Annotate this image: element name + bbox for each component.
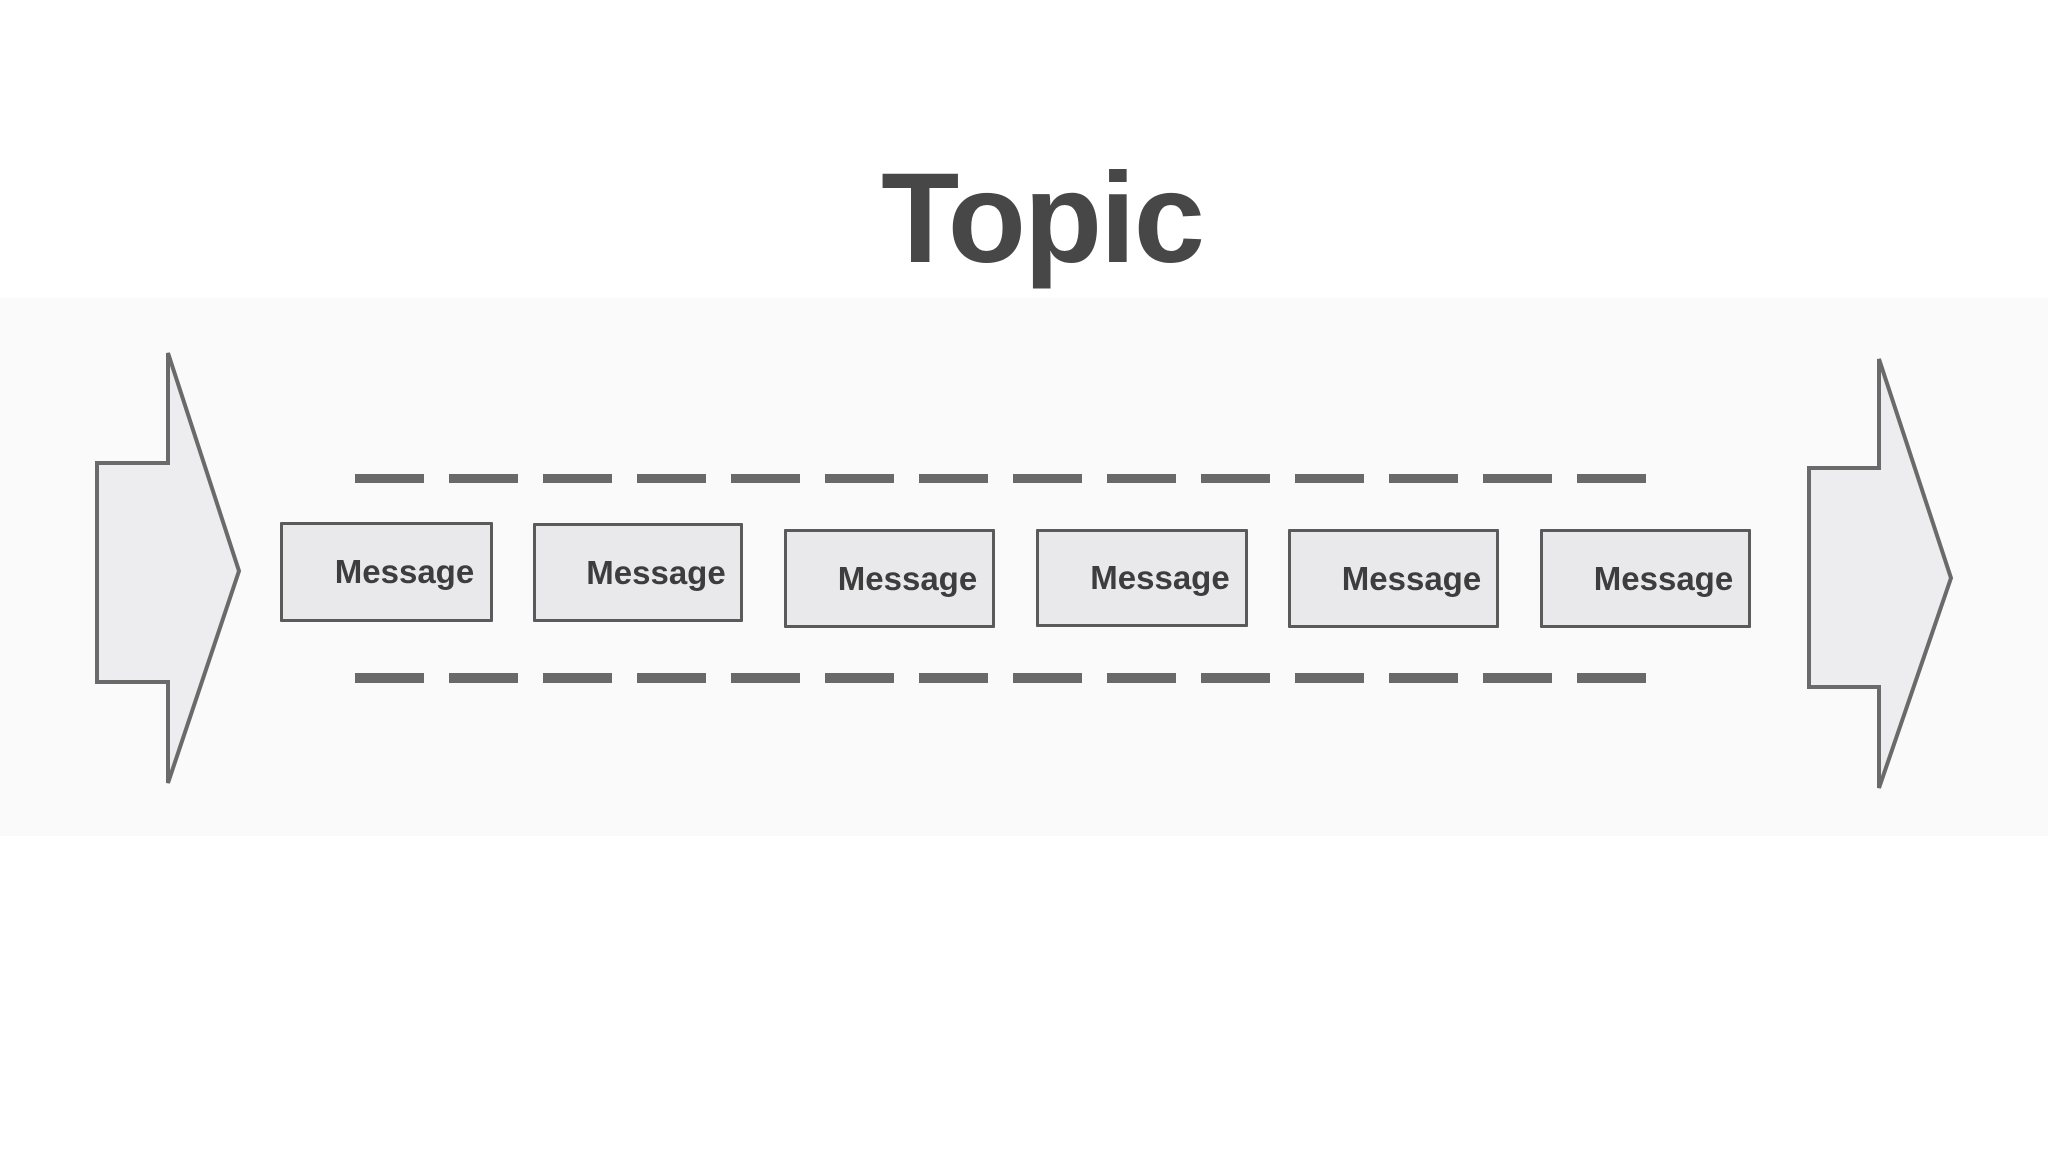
message-box: Message [1036, 529, 1248, 627]
message-box: Message [280, 522, 493, 622]
message-label: Message [1090, 559, 1230, 596]
inflow-arrow-right-icon [95, 352, 242, 784]
message-box: Message [1540, 529, 1751, 628]
message-label: Message [334, 553, 475, 590]
message-box: Message [1288, 529, 1499, 628]
dashed-line-top [355, 474, 1646, 483]
outflow-arrow-right-icon [1807, 358, 1954, 789]
message-box: Message [533, 523, 743, 622]
dashed-line-bottom [355, 673, 1646, 683]
message-label: Message [1593, 559, 1734, 597]
message-label: Message [586, 553, 726, 591]
message-label: Message [1341, 559, 1482, 597]
message-box: Message [784, 529, 995, 628]
message-label: Message [837, 559, 978, 597]
diagram-title: Topic [881, 147, 1205, 290]
